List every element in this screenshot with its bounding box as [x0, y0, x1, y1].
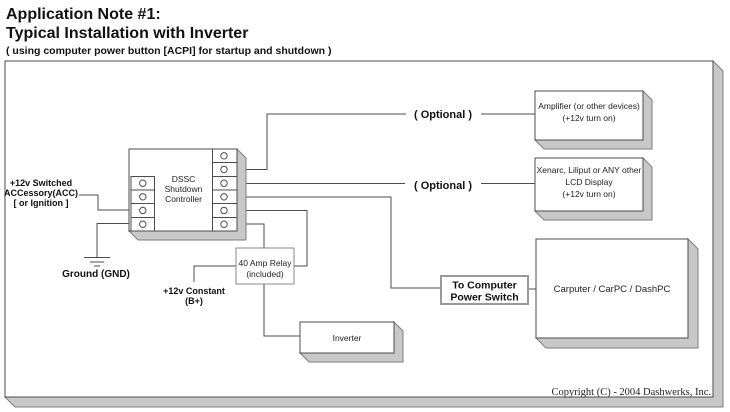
carputer-face [535, 238, 689, 339]
dssc-left-pin-1 [139, 179, 147, 187]
carputer-box: Carputer / CarPC / DashPC [534, 237, 699, 349]
ground-symbol-icon [84, 257, 110, 267]
relay-label-line1: 40 Amp Relay [239, 258, 293, 268]
lcd-label-line1: Xenarc, Liliput or ANY other [537, 165, 642, 175]
dssc-right-pin-6 [220, 220, 228, 228]
wire-constant-power [193, 265, 236, 282]
wires [79, 113, 536, 337]
amplifier-face [534, 90, 644, 141]
inverter-label: Inverter [333, 333, 362, 343]
dssc-right-pin-4 [220, 193, 228, 201]
wire-relay-side [227, 210, 308, 267]
power-switch-box: To Computer Power Switch [440, 275, 529, 305]
copyright-text: Copyright (C) - 2004 Dashwerks, Inc. [551, 387, 711, 398]
dssc-label-line2: Shutdown [165, 184, 203, 194]
lcd-label-line2: LCD Display [565, 177, 613, 187]
relay-face [235, 247, 295, 285]
acc-label-line1: +12v Switched [10, 178, 72, 188]
inverter-box: Inverter [298, 320, 404, 363]
ground-label: Ground (GND) [62, 269, 130, 280]
dssc-left-pin-4 [139, 220, 147, 228]
optional-label-mid: ( Optional ) [414, 180, 472, 192]
power-switch-label-line2: Power Switch [450, 292, 518, 304]
wire-relay-to-inverter [263, 284, 300, 337]
dssc-right-pin-5 [220, 206, 228, 215]
page-subtitle: ( using computer power button [ACPI] for… [6, 45, 331, 57]
dssc-left-pin-2 [139, 193, 147, 201]
page-title-line2: Typical Installation with Inverter [6, 25, 248, 42]
carputer-label: Carputer / CarPC / DashPC [554, 284, 671, 295]
dssc-right-pin-1 [220, 152, 228, 160]
wire-acc-input [79, 194, 139, 211]
lcd-display-box: Xenarc, Liliput or ANY other LCD Display… [533, 156, 653, 221]
amplifier-box: Amplifier (or other devices) (+12v turn … [533, 89, 653, 150]
acc-label-line3: [ or Ignition ] [14, 198, 69, 208]
constant-label-line2: (B+) [185, 296, 203, 306]
dssc-right-pin-2 [220, 165, 228, 174]
dssc-label-line3: Controller [165, 194, 202, 204]
dssc-left-pin-3 [139, 206, 147, 215]
amplifier-label-line1: Amplifier (or other devices) [538, 101, 640, 111]
wire-power-switch [227, 196, 441, 289]
lcd-face [534, 157, 644, 212]
constant-label-line1: +12v Constant [163, 286, 225, 296]
floating-labels: +12v Switched ACCessory(ACC) [ or Igniti… [4, 109, 472, 306]
page-title-line1: Application Note #1: [6, 6, 161, 23]
power-switch-face [440, 275, 529, 305]
acc-label-line2: ACCessory(ACC) [4, 188, 78, 198]
optional-label-top: ( Optional ) [414, 109, 472, 121]
inverter-face [299, 321, 395, 354]
power-switch-label-line1: To Computer [452, 280, 517, 292]
lcd-label-line3: (+12v turn on) [562, 189, 615, 199]
relay-label-line2: (included) [246, 269, 283, 279]
wire-ground [96, 223, 139, 257]
dssc-right-pin-3 [220, 179, 228, 187]
wire-amplifier-left [227, 113, 406, 170]
amplifier-label-line2: (+12v turn on) [562, 113, 615, 123]
relay-box: 40 Amp Relay (included) [235, 247, 295, 285]
dssc-label-line1: DSSC [172, 174, 196, 184]
dssc-controller-box: DSSC Shutdown Controller [127, 147, 247, 241]
